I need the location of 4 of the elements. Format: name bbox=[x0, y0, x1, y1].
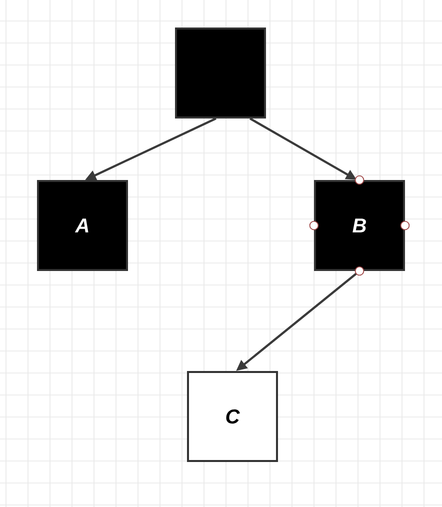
node-box: A bbox=[37, 180, 128, 271]
node-box bbox=[175, 28, 266, 118]
node-box: C bbox=[187, 371, 278, 462]
node-box: B bbox=[314, 180, 405, 271]
